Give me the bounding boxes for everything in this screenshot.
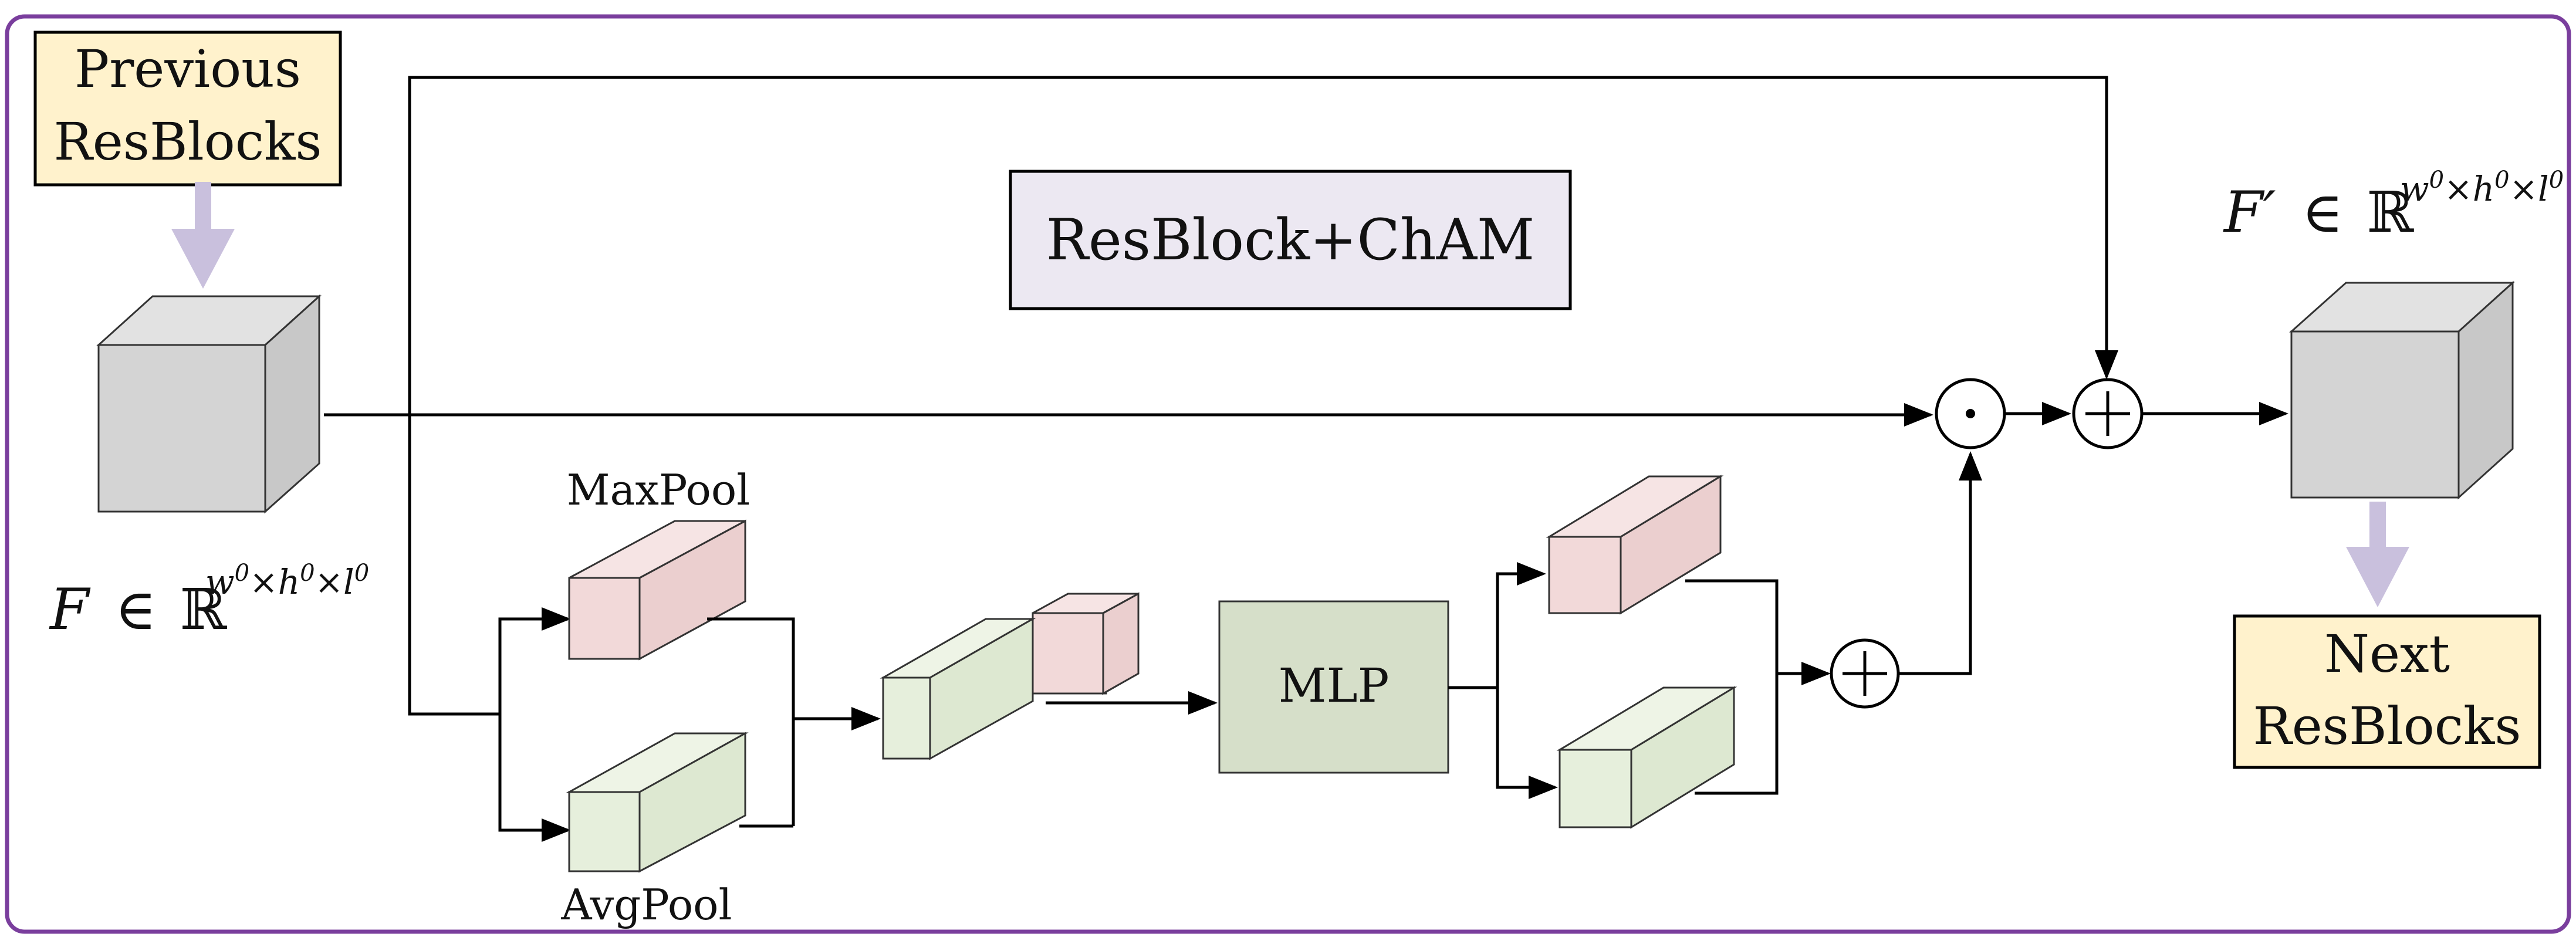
branch-to-maxpool (498, 607, 571, 714)
maxpool-block (568, 519, 746, 661)
input-flow-arrow (171, 182, 235, 289)
mlp-label: MLP (1279, 658, 1390, 713)
add-node (2072, 378, 2144, 449)
mlp-to-lower-block (1496, 688, 1558, 799)
mlp-box: MLP (1218, 600, 1449, 774)
title-text: ResBlock+ChAM (1046, 207, 1535, 273)
multiply-node (1935, 378, 2006, 449)
previous-resblocks-line-1: Previous (75, 39, 301, 99)
maxpool-label: MaxPool (567, 465, 751, 515)
avgpool-block (566, 732, 749, 873)
output-feature-cube (2289, 280, 2515, 500)
output-flow-arrow (2346, 502, 2409, 607)
residual-skip-line (408, 76, 2118, 415)
mlp-avg-output-block (1556, 686, 1737, 829)
upper-to-sum-line (1685, 579, 1779, 795)
svg-text:w0×h0×l0: w0×h0×l0 (205, 560, 369, 602)
maxpool-out-line (707, 617, 795, 826)
stacked-pool-block (880, 592, 1140, 760)
pool-branch-line (408, 415, 500, 716)
previous-resblocks-line-2: ResBlocks (53, 111, 322, 172)
next-resblocks-line-1: Next (2324, 624, 2450, 684)
svg-text:F ∈ ℝ: F ∈ ℝ (49, 577, 228, 642)
input-feature-cube (96, 294, 322, 514)
avgpool-label: AvgPool (560, 880, 732, 929)
svg-text:w0×h0×l0: w0×h0×l0 (2400, 167, 2564, 209)
mlp-to-upper-block (1496, 562, 1546, 688)
next-resblocks-line-2: ResBlocks (2253, 696, 2521, 756)
input-feature-label: F ∈ ℝ w0×h0×l0 (49, 560, 369, 642)
branch-to-avgpool (498, 714, 571, 842)
sum-to-multiply-line (1898, 451, 1982, 675)
outer-frame (5, 14, 2571, 934)
sum-node (1830, 638, 1900, 709)
next-resblocks-box: Next ResBlocks (2233, 614, 2541, 769)
title-box: ResBlock+ChAM (1009, 170, 1572, 310)
previous-resblocks-box: Previous ResBlocks (33, 31, 342, 187)
mlp-max-output-block (1546, 475, 1724, 615)
svg-text:F′ ∈ ℝ: F′ ∈ ℝ (2223, 180, 2414, 245)
output-feature-label: F′ ∈ ℝ w0×h0×l0 (2223, 167, 2564, 245)
